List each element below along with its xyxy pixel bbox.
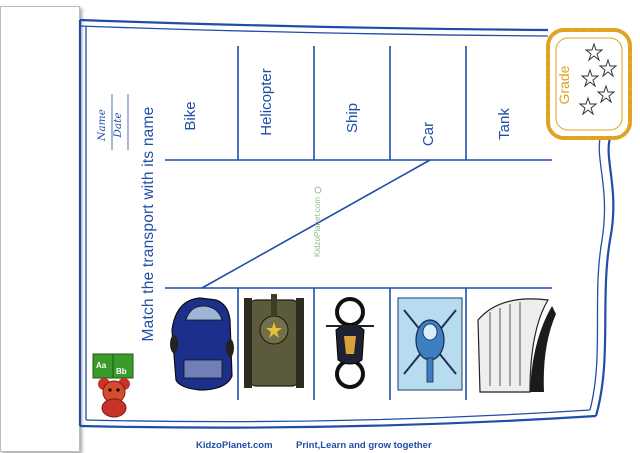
instruction-text: Match the transport with its name <box>140 106 157 342</box>
border-bottom-inner <box>85 409 591 423</box>
bear-mascot-icon <box>98 378 130 418</box>
word-helicopter: Helicopter <box>258 68 275 136</box>
date-label: Date <box>112 112 124 138</box>
star-icon <box>578 96 598 116</box>
watermark-planet-icon <box>314 186 322 194</box>
badge-letter-b: Bb <box>116 367 127 376</box>
left-margin-panel <box>0 6 80 452</box>
motorbike-picture <box>326 297 374 389</box>
example-match-line <box>201 159 431 289</box>
star-icon <box>596 84 616 104</box>
footer-tagline: Print,Learn and grow together <box>296 440 432 451</box>
ship-picture <box>477 298 556 393</box>
watermark-text: KidzoPlanet.com <box>313 196 322 258</box>
word-car: Car <box>420 121 437 147</box>
star-icon <box>598 58 618 78</box>
grade-badge <box>546 28 632 140</box>
name-label: Name <box>96 109 108 141</box>
helicopter-picture <box>397 297 463 391</box>
car-picture <box>170 297 234 391</box>
word-bike: Bike <box>182 101 199 131</box>
grade-label: Grade <box>556 65 572 105</box>
footer-brand: KidzoPlanet.com <box>196 440 273 451</box>
word-table-grid <box>165 46 552 161</box>
tank-picture <box>244 294 304 388</box>
border-top-inner <box>79 25 549 37</box>
word-ship: Ship <box>344 102 361 134</box>
badge-letter-a: Aa <box>96 361 107 370</box>
border-top-outer <box>79 18 549 32</box>
border-right-outer <box>594 137 615 417</box>
word-tank: Tank <box>496 108 513 140</box>
border-bottom-outer <box>79 414 597 429</box>
star-icon <box>580 68 600 88</box>
picture-table-grid <box>165 287 552 400</box>
grade-stars <box>578 42 618 116</box>
alphabet-badge-icon: Aa Bb <box>92 353 134 379</box>
border-right-inner <box>589 137 606 411</box>
star-icon <box>584 42 604 62</box>
